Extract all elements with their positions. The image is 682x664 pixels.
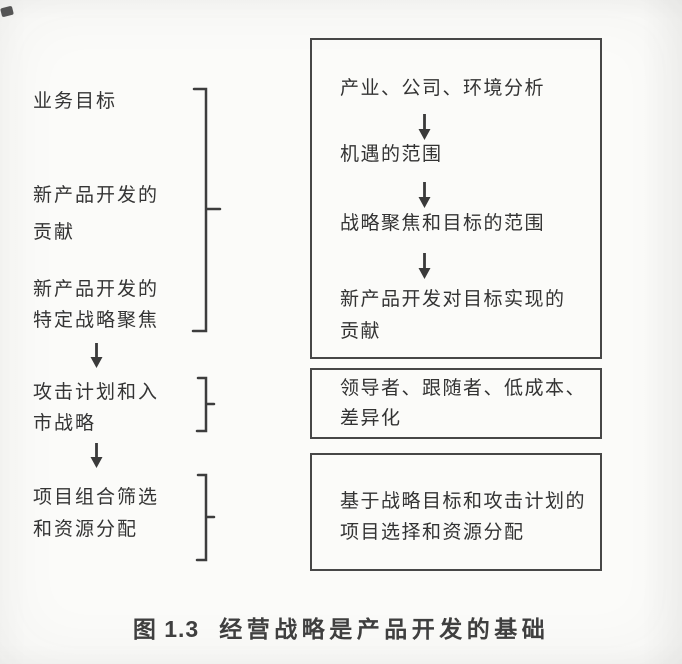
scan-artifact-mark: [0, 5, 14, 18]
down-arrow-icon: [418, 114, 431, 140]
brace-icon-small: [195, 376, 216, 433]
caption-figure-number: 图 1.3: [132, 616, 200, 642]
left-label-attack-plan-market-entry: 攻击计划和入 市战略: [33, 382, 160, 434]
down-arrow-icon: [418, 253, 431, 279]
market-posture-text: 领导者、跟随者、低成本、 差异化: [340, 378, 587, 429]
down-arrow-icon: [418, 182, 431, 208]
left-label-portfolio-screening: 项目组合筛选 和资源分配: [33, 487, 160, 540]
left-label-npd-strategic-focus: 新产品开发的 特定战略聚焦: [33, 279, 160, 331]
flow-step-opportunity-scope: 机遇的范围: [340, 144, 443, 165]
project-selection-text: 基于战略目标和攻击计划的 项目选择和资源分配: [340, 491, 587, 543]
market-posture-box: 领导者、跟随者、低成本、 差异化: [310, 368, 602, 439]
flow-step-npd-contribution: 新产品开发对目标实现的 贡献: [340, 289, 566, 342]
down-arrow-icon: [90, 443, 103, 468]
brace-icon-medium: [195, 473, 216, 562]
flow-step-strategic-focus-scope: 战略聚焦和目标的范围: [340, 213, 546, 234]
project-selection-box: 基于战略目标和攻击计划的 项目选择和资源分配: [310, 453, 602, 571]
strategy-flow-box: 产业、公司、环境分析 机遇的范围 战略聚焦和目标的范围 新产品开发对目标实现的 …: [310, 38, 602, 359]
left-label-npd-contribution: 新产品开发的 贡献: [33, 185, 160, 243]
brace-icon-large: [191, 87, 222, 333]
caption-title: 经营战略是产品开发的基础: [219, 616, 550, 642]
left-label-business-goals: 业务目标: [33, 91, 118, 112]
down-arrow-icon: [90, 343, 103, 368]
figure-caption: 图 1.3 经营战略是产品开发的基础: [0, 610, 682, 644]
flow-step-analysis: 产业、公司、环境分析: [340, 78, 546, 99]
